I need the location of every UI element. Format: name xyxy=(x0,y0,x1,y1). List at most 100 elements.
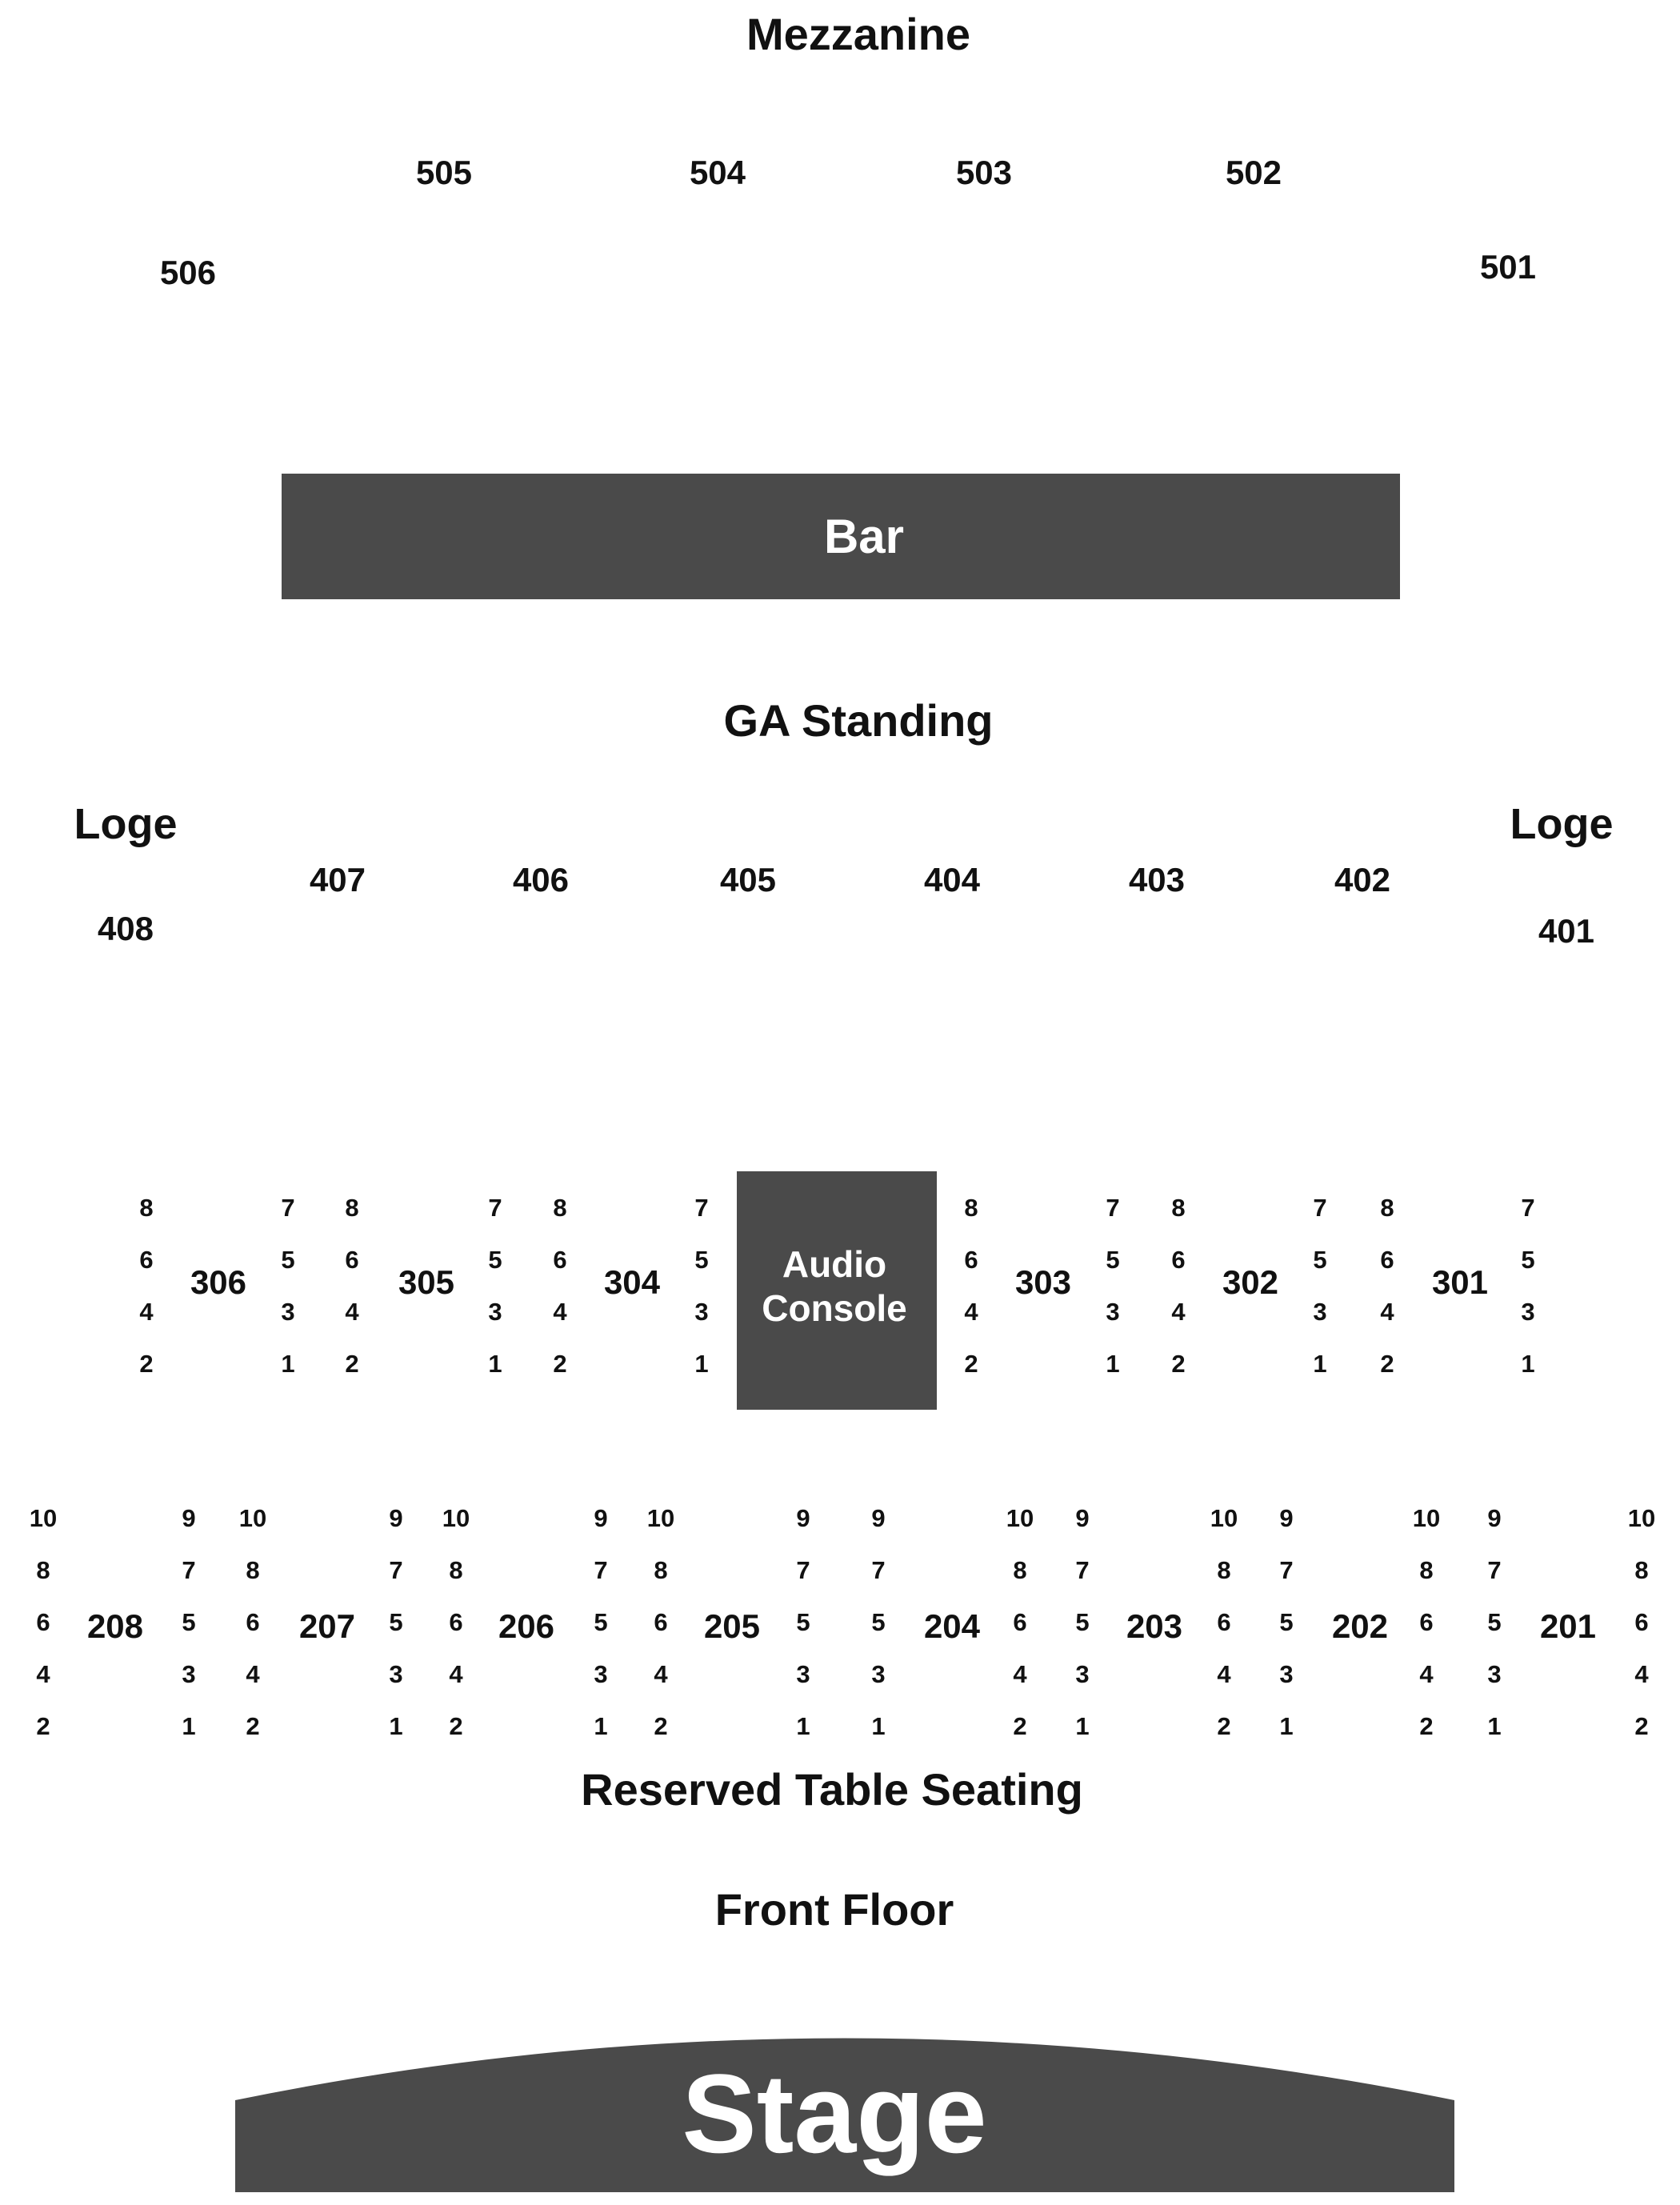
row-number: 3 xyxy=(1521,1298,1534,1326)
row-number: 2 xyxy=(246,1712,259,1740)
row-number: 2 xyxy=(139,1350,153,1378)
row-number: 5 xyxy=(1279,1608,1293,1636)
section-206[interactable]: 206 xyxy=(498,1607,554,1645)
section-404[interactable]: 404 xyxy=(924,861,981,898)
section-303[interactable]: 303 xyxy=(1015,1263,1071,1301)
row-number: 4 xyxy=(654,1660,668,1688)
section-208[interactable]: 208 xyxy=(87,1607,143,1645)
row-number: 9 xyxy=(1279,1504,1293,1532)
bar-label: Bar xyxy=(824,510,904,563)
row-number: 2 xyxy=(449,1712,462,1740)
row-number: 5 xyxy=(871,1608,885,1636)
row-number: 1 xyxy=(871,1712,885,1740)
audio-console-label-line1: Audio xyxy=(782,1243,886,1285)
bar-block[interactable] xyxy=(282,474,1400,599)
row-number: 8 xyxy=(1419,1556,1433,1584)
section-302[interactable]: 302 xyxy=(1222,1263,1278,1301)
row-number: 3 xyxy=(182,1660,195,1688)
section-403[interactable]: 403 xyxy=(1129,861,1185,898)
row-number: 8 xyxy=(139,1194,153,1222)
section-506[interactable]: 506 xyxy=(160,254,216,291)
row-number: 9 xyxy=(871,1504,885,1532)
section-203[interactable]: 203 xyxy=(1126,1607,1182,1645)
section-305[interactable]: 305 xyxy=(398,1263,454,1301)
section-205[interactable]: 205 xyxy=(704,1607,760,1645)
row-number: 8 xyxy=(345,1194,358,1222)
row-number: 5 xyxy=(1521,1246,1534,1274)
tier-200-sections: 208 10 8 6 4 2 9 7 5 3 1 207 10 8 6 4 2 9 7 5 3 1 206 10 8 6 4 2 9 7 5… xyxy=(30,1504,1655,1740)
reserved-table-seating-label: Reserved Table Seating xyxy=(581,1764,1083,1815)
row-number: 4 xyxy=(449,1660,463,1688)
row-number: 3 xyxy=(281,1298,294,1326)
row-number: 7 xyxy=(1279,1556,1293,1584)
row-number: 6 xyxy=(345,1246,358,1274)
row-number: 1 xyxy=(182,1712,195,1740)
section-207[interactable]: 207 xyxy=(299,1607,355,1645)
row-number: 10 xyxy=(1628,1504,1655,1532)
row-number: 7 xyxy=(389,1556,402,1584)
section-401[interactable]: 401 xyxy=(1538,912,1594,950)
row-number: 8 xyxy=(36,1556,50,1584)
row-number: 10 xyxy=(239,1504,266,1532)
row-number: 7 xyxy=(1313,1194,1326,1222)
mezzanine-sections: 506 505 504 503 502 501 xyxy=(160,154,1536,291)
row-number: 6 xyxy=(246,1608,259,1636)
row-number: 2 xyxy=(1634,1712,1648,1740)
section-402[interactable]: 402 xyxy=(1334,861,1390,898)
ga-standing-label: GA Standing xyxy=(723,695,993,746)
row-number: 4 xyxy=(1634,1660,1649,1688)
row-number: 3 xyxy=(389,1660,402,1688)
row-number: 7 xyxy=(281,1194,294,1222)
row-number: 7 xyxy=(796,1556,810,1584)
row-number: 3 xyxy=(1313,1298,1326,1326)
row-number: 10 xyxy=(1210,1504,1238,1532)
row-number: 10 xyxy=(647,1504,674,1532)
row-number: 4 xyxy=(1419,1660,1434,1688)
section-503[interactable]: 503 xyxy=(956,154,1012,191)
section-306[interactable]: 306 xyxy=(190,1263,246,1301)
row-number: 2 xyxy=(1380,1350,1394,1378)
row-number: 5 xyxy=(1106,1246,1119,1274)
row-number: 3 xyxy=(871,1660,885,1688)
row-number: 5 xyxy=(389,1608,402,1636)
row-number: 1 xyxy=(488,1350,502,1378)
row-number: 8 xyxy=(1217,1556,1230,1584)
row-number: 6 xyxy=(449,1608,462,1636)
row-number: 6 xyxy=(139,1246,153,1274)
section-502[interactable]: 502 xyxy=(1226,154,1282,191)
row-number: 3 xyxy=(1106,1298,1119,1326)
row-number: 6 xyxy=(1013,1608,1026,1636)
section-408[interactable]: 408 xyxy=(98,910,154,947)
section-304[interactable]: 304 xyxy=(604,1263,661,1301)
row-number: 4 xyxy=(246,1660,260,1688)
section-204[interactable]: 204 xyxy=(924,1607,981,1645)
row-number: 6 xyxy=(36,1608,50,1636)
row-number: 6 xyxy=(1171,1246,1185,1274)
row-number: 4 xyxy=(1013,1660,1027,1688)
row-number: 7 xyxy=(182,1556,195,1584)
row-number: 7 xyxy=(1521,1194,1534,1222)
section-504[interactable]: 504 xyxy=(690,154,746,191)
row-number: 8 xyxy=(1634,1556,1648,1584)
section-505[interactable]: 505 xyxy=(416,154,472,191)
section-201[interactable]: 201 xyxy=(1540,1607,1596,1645)
row-number: 7 xyxy=(1106,1194,1119,1222)
stage-label: Stage xyxy=(682,2051,986,2176)
row-number: 1 xyxy=(1487,1712,1501,1740)
section-405[interactable]: 405 xyxy=(720,861,776,898)
row-number: 6 xyxy=(1217,1608,1230,1636)
loge-right-label: Loge xyxy=(1510,800,1614,848)
section-501[interactable]: 501 xyxy=(1480,248,1536,286)
section-407[interactable]: 407 xyxy=(310,861,366,898)
tier-300-sections: 3068642753130586427531304864275313038642… xyxy=(139,1194,1534,1378)
row-number: 5 xyxy=(1313,1246,1326,1274)
row-number: 5 xyxy=(182,1608,195,1636)
row-number: 9 xyxy=(594,1504,607,1532)
row-number: 8 xyxy=(553,1194,566,1222)
row-number: 1 xyxy=(1075,1712,1089,1740)
row-number: 4 xyxy=(1380,1298,1394,1326)
section-202[interactable]: 202 xyxy=(1332,1607,1388,1645)
row-number: 6 xyxy=(1634,1608,1648,1636)
section-406[interactable]: 406 xyxy=(513,861,569,898)
section-301[interactable]: 301 xyxy=(1432,1263,1488,1301)
